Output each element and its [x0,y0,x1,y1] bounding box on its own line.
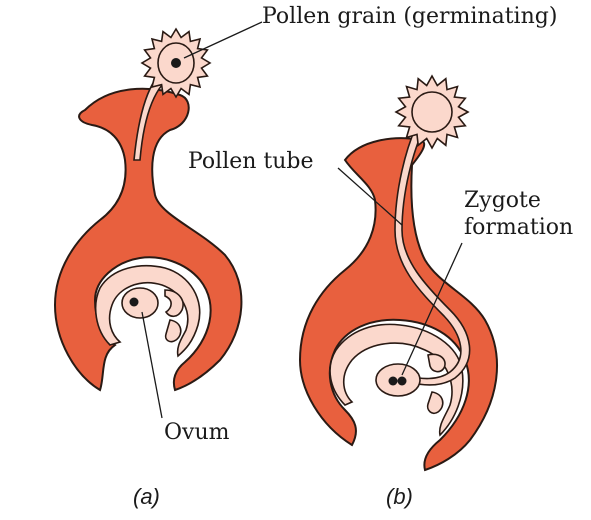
figure-a [53,27,243,392]
pollen-grain-icon [394,74,470,150]
ovule-lobe-a [164,289,184,318]
ovule-lobe-b [427,353,446,373]
label-ovum: Ovum [164,420,230,445]
label-pollen-tube: Pollen tube [188,149,314,174]
figure-b [298,74,498,472]
caption-a: (a) [133,484,160,509]
ovary-cavity-a [94,265,201,358]
zygote-icon [375,363,421,397]
label-pollen-grain: Pollen grain (germinating) [262,4,558,29]
leader-zygote [401,242,463,376]
leader-lines [141,21,463,419]
ovum-icon [121,287,159,319]
leader-pollen-grain [183,21,263,59]
leader-pollen-tube [337,167,403,226]
ovule-lobe-a2 [164,319,182,343]
pistil-a [53,87,243,392]
caption-b: (b) [386,484,413,509]
leader-ovum [141,311,163,419]
pollen-tube-a [133,78,164,161]
ovule-lobe-b2 [426,391,444,415]
ovary-cavity-b [329,323,464,437]
label-zygote-line1: Zygote [464,188,541,213]
pollen-grain-icon [140,27,212,99]
label-zygote-line2: formation [464,215,574,240]
